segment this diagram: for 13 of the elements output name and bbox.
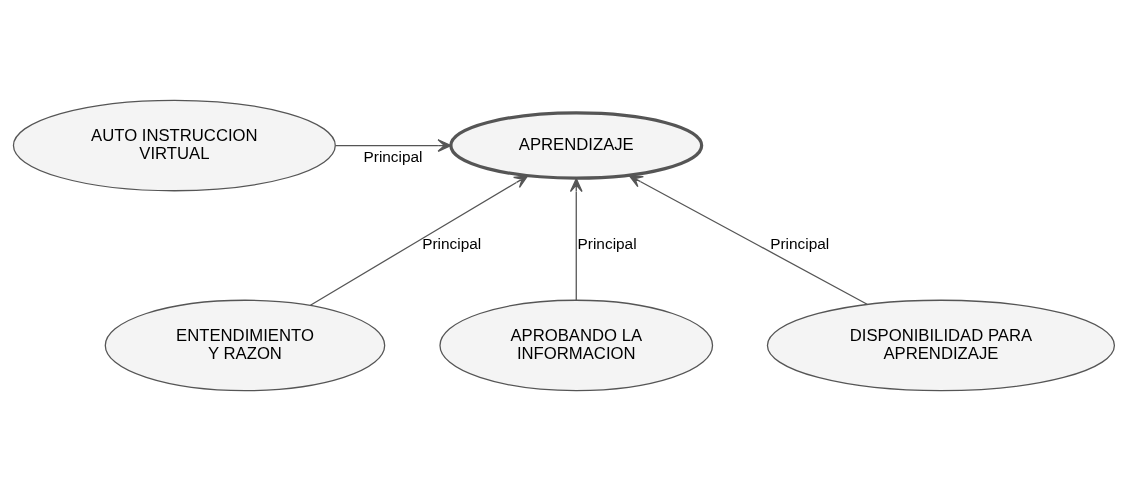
edge-label: Principal [422,234,482,252]
edge-label: Principal [363,147,423,165]
node-ellipse: ENTENDIMIENTO Y RAZON [104,299,386,391]
node-ellipse: DISPONIBILIDAD PARA APRENDIZAJE [766,299,1116,391]
node-ellipse: APRENDIZAJE [449,110,704,180]
arrow [334,138,452,152]
edge-label: Principal [770,234,830,252]
arrow [309,174,529,306]
edge-label: Principal [577,234,637,252]
arrow [569,177,583,301]
arrow [628,174,868,305]
node-ellipse: AUTO INSTRUCCION VIRTUAL [12,99,336,191]
node-ellipse: APROBANDO LA INFORMACION [439,299,714,391]
